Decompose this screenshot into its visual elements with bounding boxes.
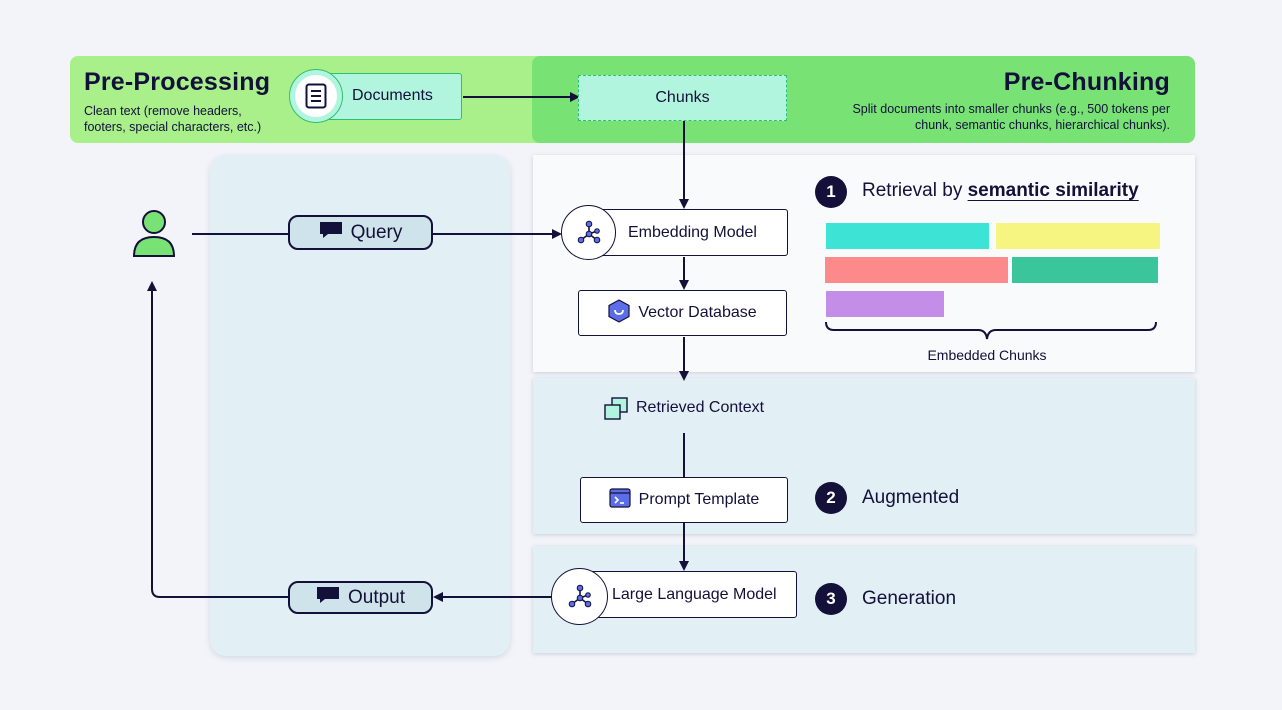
embedded-chunk-bar [1012,257,1158,283]
network-icon [561,205,616,260]
retrieved-context-label: Retrieved Context [636,399,765,416]
embedded-chunk-bar [826,223,989,249]
chunks-node[interactable]: Chunks [578,75,787,121]
context-copy-icon [604,397,629,421]
query-label: Query [350,221,403,243]
generation-heading: Generation [862,588,957,609]
embedded-chunk-bar [825,257,1008,283]
large-language-model-node[interactable]: Large Language Model [576,571,797,618]
step-number-3: 3 [815,583,847,615]
vector-database-node[interactable]: Vector Database [578,290,787,336]
pre-processing-description: Clean text (remove headers, footers, spe… [84,104,262,134]
chat-bubble-icon [316,586,340,610]
embedded-chunk-bar [826,291,944,317]
terminal-icon [609,487,631,513]
output-pill[interactable]: Output [288,581,433,614]
chat-bubble-icon [319,221,343,245]
llm-label: Large Language Model [612,585,777,603]
embedded-chunks-label: Embedded Chunks [927,347,1047,363]
user-icon [130,208,178,260]
retrieval-heading: Retrieval by semantic similarity [862,180,1139,202]
retrieval-heading-emphasis: semantic similarity [967,180,1139,201]
query-pill[interactable]: Query [288,215,433,250]
embedded-chunk-bar [996,223,1160,249]
augmented-heading: Augmented [862,487,960,508]
pre-chunking-title: Pre-Chunking [1003,68,1170,96]
embedded-chunks-brace [825,321,1157,340]
documents-label: Documents [352,87,433,104]
pre-chunking-description: Split documents into smaller chunks (e.g… [852,102,1170,132]
network-icon [551,568,608,625]
output-label: Output [347,586,406,608]
vector-database-label: Vector Database [638,304,757,321]
step-number-2: 2 [815,482,847,514]
prompt-template-label: Prompt Template [638,491,760,508]
embedding-model-label: Embedding Model [628,223,757,241]
prompt-template-node[interactable]: Prompt Template [580,477,788,523]
embedding-model-node[interactable]: Embedding Model [586,209,788,256]
database-icon [608,298,630,328]
document-icon [289,69,343,123]
step-number-1: 1 [815,176,847,208]
pre-processing-title: Pre-Processing [84,68,271,96]
retrieval-heading-prefix: Retrieval by [862,180,968,201]
